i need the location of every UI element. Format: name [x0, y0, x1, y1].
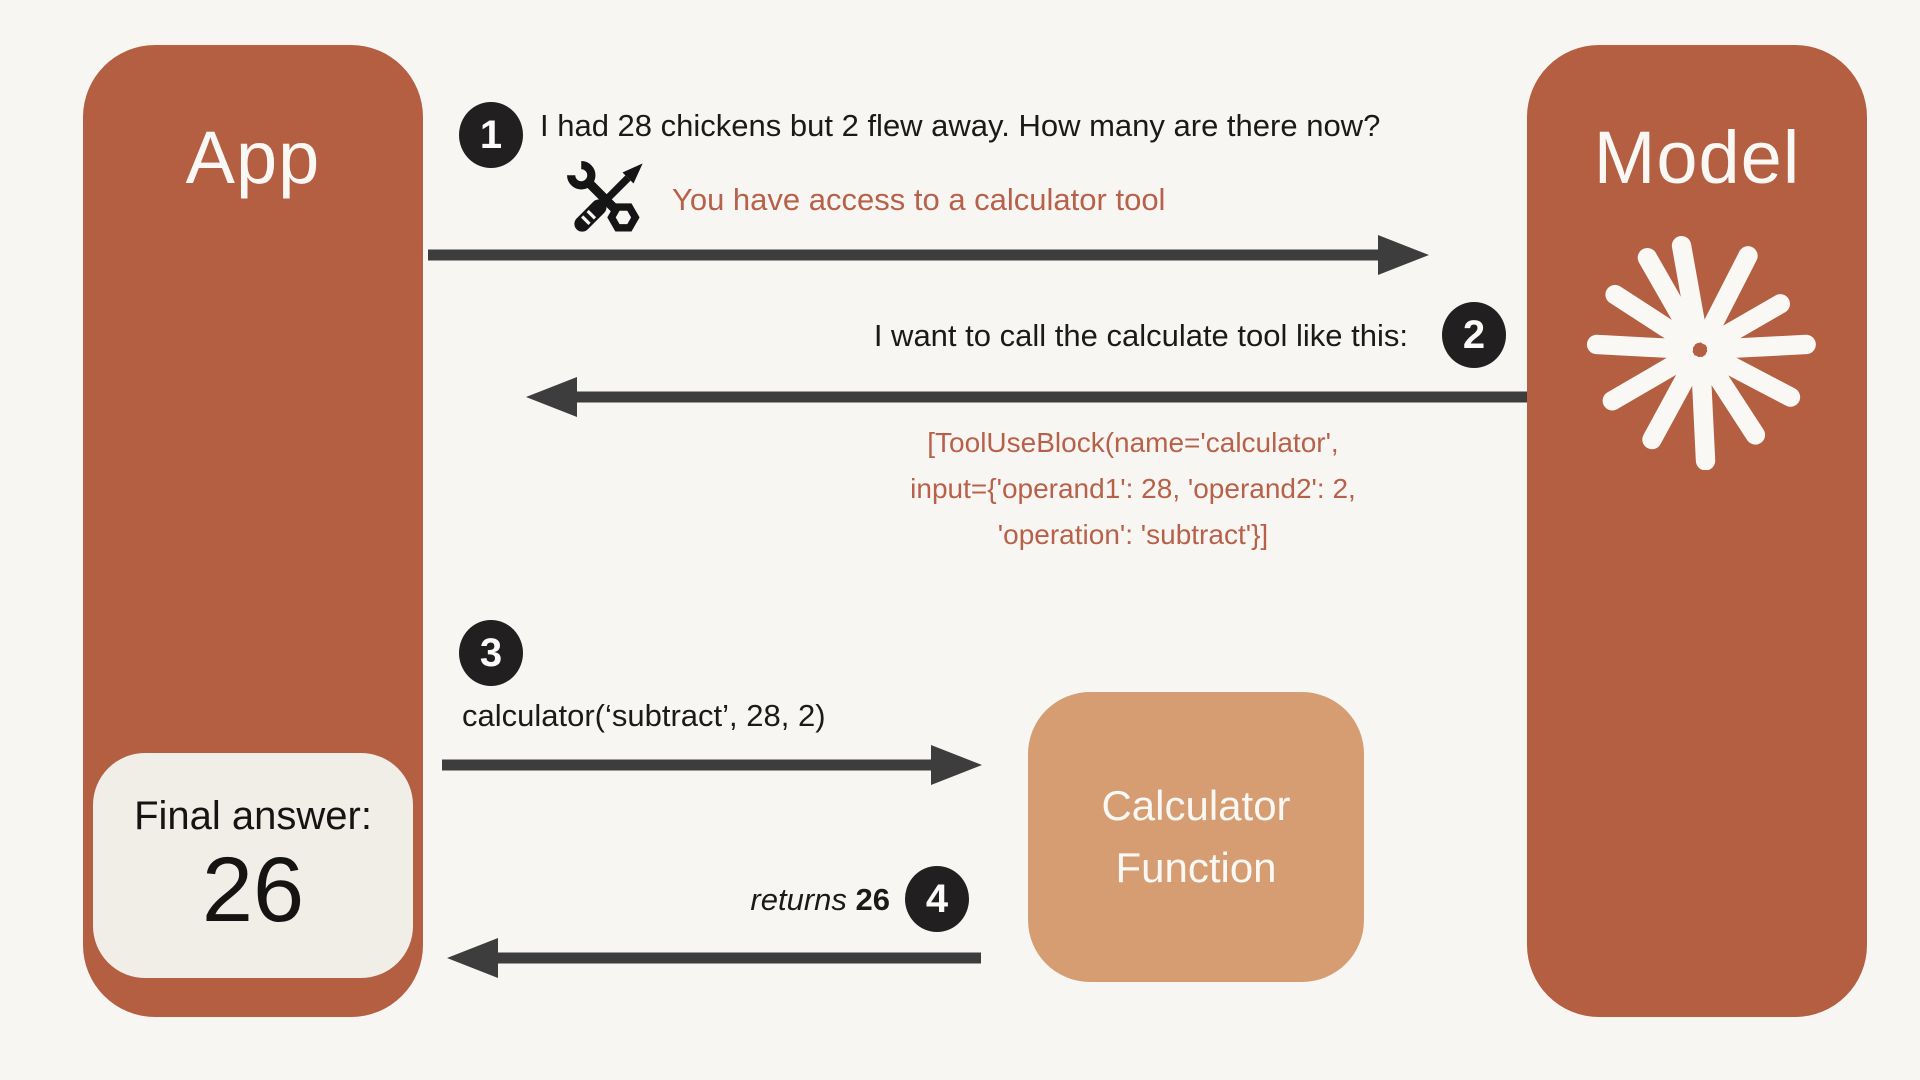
step4-badge: 4 [905, 866, 969, 932]
step2-badge: 2 [1442, 302, 1506, 368]
arrow-app-to-model [428, 235, 1429, 275]
step3-message: calculator(‘subtract’, 28, 2) [462, 698, 826, 733]
step1-system-note: You have access to a calculator tool [672, 182, 1166, 217]
arrow-calculator-to-app [447, 938, 981, 978]
model-box: Model [1527, 45, 1867, 1017]
step3-badge: 3 [459, 620, 523, 686]
calculator-function-box: Calculator Function [1028, 692, 1364, 982]
code-line-1: [ToolUseBlock(name='calculator', [927, 427, 1339, 458]
step2-message: I want to call the calculate tool like t… [873, 318, 1408, 353]
app-box: App Final answer: 26 [83, 45, 423, 1017]
step1-message: I had 28 chickens but 2 flew away. How m… [540, 108, 1381, 143]
step4-verb: returns [750, 882, 847, 917]
step1-badge: 1 [459, 102, 523, 168]
code-line-3: 'operation': 'subtract'}] [997, 519, 1269, 550]
app-title: App [185, 116, 321, 199]
final-answer-label: Final answer: [134, 793, 372, 838]
model-title: Model [1593, 116, 1801, 199]
final-answer-box: Final answer: 26 [93, 753, 413, 978]
arrow-app-to-calculator [442, 745, 982, 785]
arrow-model-to-app [526, 377, 1527, 417]
final-answer-value: 26 [201, 838, 305, 941]
starburst-icon [1586, 236, 1816, 470]
calculator-title-line1: Calculator [1101, 782, 1291, 829]
code-line-2: input={'operand1': 28, 'operand2': 2, [910, 473, 1356, 504]
tool-use-block-code: [ToolUseBlock(name='calculator', input={… [783, 420, 1483, 558]
tools-icon [567, 161, 643, 232]
step4-value: 26 [855, 882, 890, 917]
calculator-title-line2: Function [1115, 844, 1277, 891]
step4-message: returns 26 [600, 882, 890, 918]
